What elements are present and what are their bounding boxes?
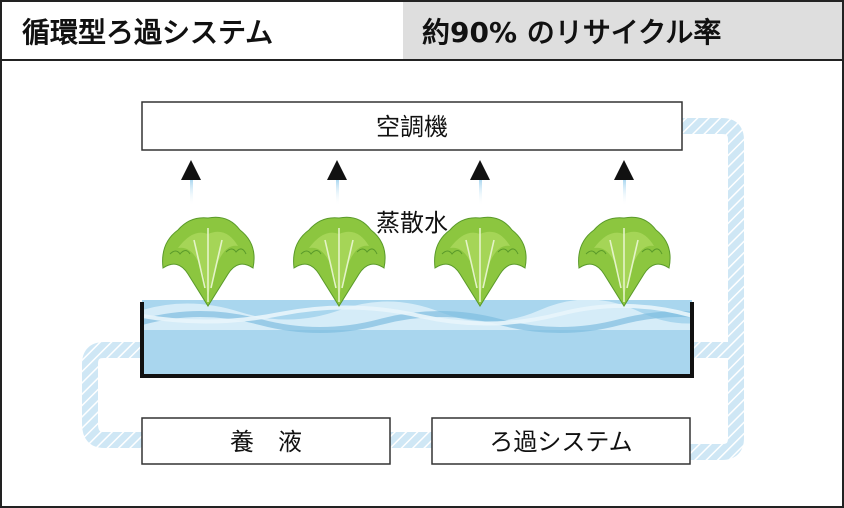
vapor-arrows [181,160,634,206]
lettuce-icon [577,216,671,307]
evaporation-label: 蒸散水 [376,209,448,237]
air-conditioner-box [141,101,683,151]
filtration-system-box [431,417,691,465]
lettuce-icon [433,216,527,307]
circulation-pipe [82,118,744,460]
nutrient-solution-box [141,417,391,465]
lettuce-icon [161,216,255,307]
up-arrow-icon [327,160,347,206]
up-arrow-icon [614,160,634,206]
header-highlight: 約90% のリサイクル率 [422,16,721,49]
air-conditioner-label: 空調機 [376,113,448,141]
cultivation-tank [140,302,694,378]
up-arrow-icon [470,160,490,206]
up-arrow-icon [181,160,201,206]
header-title: 循環型ろ過システム [22,16,273,49]
header-highlight-bg [403,0,844,60]
lettuce-icon [292,216,386,307]
nutrient-label: 養 液 [230,428,302,456]
filtration-label: ろ過システム [489,428,632,456]
water [142,300,692,376]
